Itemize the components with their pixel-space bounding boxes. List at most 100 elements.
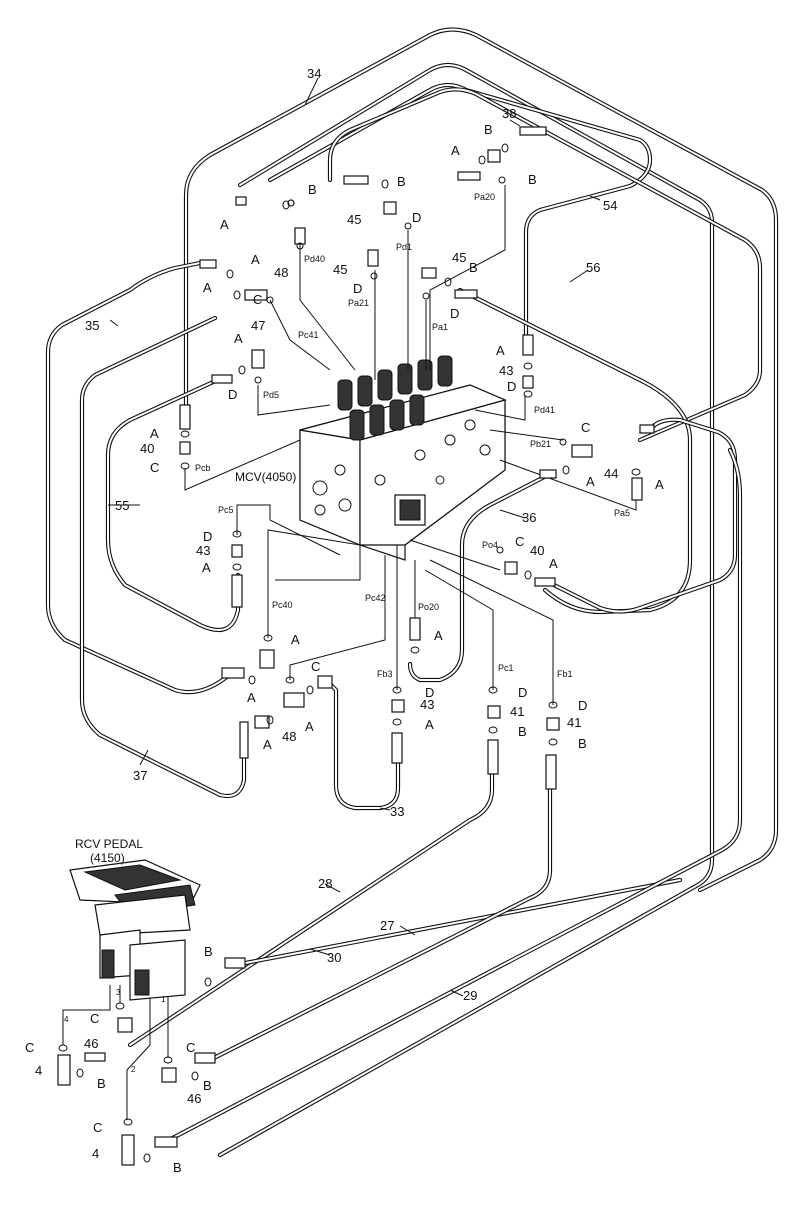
pedal-port-3: 3 bbox=[116, 988, 121, 997]
hose-55 bbox=[105, 375, 241, 633]
port-label: Pd5 bbox=[263, 390, 279, 400]
letter-b: B bbox=[518, 724, 527, 739]
letter-a: A bbox=[434, 628, 443, 643]
part-number: 46 bbox=[84, 1036, 98, 1051]
letter-b: B bbox=[528, 172, 537, 187]
letter-a: A bbox=[549, 556, 558, 571]
part-number: 27 bbox=[380, 918, 394, 933]
letter-b: B bbox=[308, 182, 317, 197]
hose-37 bbox=[79, 315, 247, 799]
hose-54 bbox=[267, 82, 653, 343]
letter-c: C bbox=[25, 1040, 34, 1055]
part-number: 48 bbox=[282, 729, 296, 744]
letter-b: B bbox=[484, 122, 493, 137]
rcv-pedal bbox=[69, 859, 201, 1001]
letter-d: D bbox=[425, 685, 434, 700]
part-number: 29 bbox=[463, 988, 477, 1003]
letter-c: C bbox=[150, 460, 159, 475]
hose-29 bbox=[162, 447, 743, 1145]
letter-c: C bbox=[311, 659, 320, 674]
part-number: 45 bbox=[333, 262, 347, 277]
part-number: 4 bbox=[92, 1146, 99, 1161]
part-number: 46 bbox=[187, 1091, 201, 1106]
part-number: 36 bbox=[522, 510, 536, 525]
letter-a: A bbox=[251, 252, 260, 267]
part-number: 41 bbox=[567, 715, 581, 730]
hose-30 bbox=[232, 877, 683, 968]
port-label: Pc42 bbox=[365, 593, 386, 603]
letter-a: A bbox=[247, 690, 256, 705]
rcv-code: (4150) bbox=[90, 851, 125, 865]
letter-c: C bbox=[186, 1040, 195, 1055]
pedal-port-numbers: 1 2 3 4 bbox=[64, 988, 166, 1074]
part-number: 34 bbox=[307, 66, 321, 81]
letter-a: A bbox=[496, 343, 505, 358]
port-label: Pcb bbox=[195, 463, 211, 473]
port-label: Pc41 bbox=[298, 330, 319, 340]
part-number: 30 bbox=[327, 950, 341, 965]
port-label: Pc5 bbox=[218, 505, 234, 515]
fittings bbox=[57, 126, 655, 1166]
letter-c: C bbox=[581, 420, 590, 435]
part-number: 43 bbox=[420, 697, 434, 712]
letter-a: A bbox=[291, 632, 300, 647]
port-label: Pb21 bbox=[530, 439, 551, 449]
letter-b: B bbox=[204, 944, 213, 959]
part-number: 40 bbox=[530, 543, 544, 558]
port-label: Pd41 bbox=[534, 405, 555, 415]
part-number: 47 bbox=[251, 318, 265, 333]
hose-28 bbox=[127, 757, 495, 1048]
letter-d: D bbox=[228, 387, 237, 402]
part-number-labels: 34 38 54 56 35 48 47 45 45 45 43 44 40 5… bbox=[35, 66, 618, 1161]
letter-d: D bbox=[518, 685, 527, 700]
letter-b: B bbox=[578, 736, 587, 751]
part-number: 43 bbox=[499, 363, 513, 378]
part-number: 41 bbox=[510, 704, 524, 719]
pedal-port-1: 1 bbox=[161, 995, 166, 1004]
letter-b: B bbox=[397, 174, 406, 189]
part-number: 54 bbox=[603, 198, 617, 213]
leader-lines bbox=[108, 77, 601, 997]
letter-a: A bbox=[305, 719, 314, 734]
letter-a: A bbox=[425, 717, 434, 732]
hose-35 bbox=[45, 259, 231, 695]
letter-b: B bbox=[97, 1076, 106, 1091]
part-number: 55 bbox=[115, 498, 129, 513]
letter-a: A bbox=[451, 143, 460, 158]
letter-a: A bbox=[234, 331, 243, 346]
letter-d: D bbox=[578, 698, 587, 713]
port-label: Pa21 bbox=[348, 298, 369, 308]
letter-d: D bbox=[507, 379, 516, 394]
letter-d: D bbox=[203, 529, 212, 544]
port-label: Pa1 bbox=[432, 322, 448, 332]
letter-d: D bbox=[450, 306, 459, 321]
port-label: Pd1 bbox=[396, 242, 412, 252]
part-number: 4 bbox=[35, 1063, 42, 1078]
port-label: Pc40 bbox=[272, 600, 293, 610]
part-number: 40 bbox=[140, 441, 154, 456]
letter-a: A bbox=[586, 474, 595, 489]
letter-b: B bbox=[203, 1078, 212, 1093]
letter-a: A bbox=[150, 426, 159, 441]
part-number: 43 bbox=[196, 543, 210, 558]
letter-a: A bbox=[203, 280, 212, 295]
pedal-port-2: 2 bbox=[131, 1065, 136, 1074]
mcv-title: MCV(4050) bbox=[235, 470, 296, 484]
hose-34 bbox=[183, 27, 779, 893]
part-number: 56 bbox=[586, 260, 600, 275]
letter-d: D bbox=[353, 281, 362, 296]
port-label: Po4 bbox=[482, 540, 498, 550]
rcv-title: RCV PEDAL bbox=[75, 837, 143, 851]
hose-38 bbox=[217, 62, 715, 1158]
letter-c: C bbox=[93, 1120, 102, 1135]
port-label: Fb3 bbox=[377, 669, 393, 679]
hose-right-loop bbox=[545, 417, 738, 614]
part-number: 45 bbox=[452, 250, 466, 265]
letter-c: C bbox=[515, 534, 524, 549]
part-number: 45 bbox=[347, 212, 361, 227]
port-label: Fb1 bbox=[557, 669, 573, 679]
mcv-valve-block bbox=[299, 355, 507, 561]
letter-labels: B A B B B A D A D B A C D A A D D A C C … bbox=[25, 122, 664, 1175]
